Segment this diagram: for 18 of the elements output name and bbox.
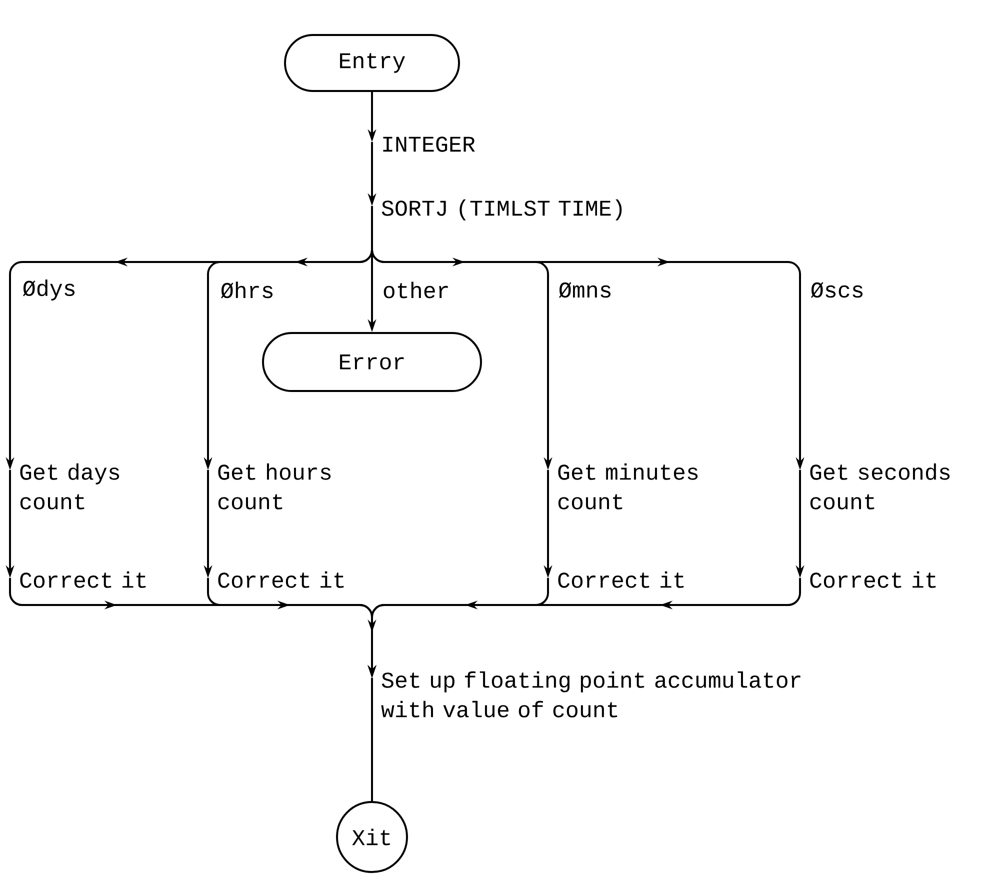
- step-text: Correct it: [218, 571, 344, 588]
- step-text: Get minutes count: [558, 463, 698, 510]
- step-text: Set up floating point accumulator with value of count: [381, 671, 800, 718]
- terminal-box: Error: [262, 332, 482, 392]
- step-text: Get seconds count: [810, 463, 950, 510]
- edge-label: other: [381, 280, 452, 300]
- edge-label: Ømns: [557, 280, 614, 300]
- edge-label: Øscs: [809, 280, 866, 300]
- step-text: Correct it: [558, 571, 684, 588]
- edge-label: Øhrs: [219, 280, 276, 300]
- step-text: INTEGER: [383, 136, 475, 152]
- step-text: Correct it: [810, 571, 936, 588]
- terminal-box: Entry: [284, 34, 460, 92]
- step-text: Get days count: [20, 463, 120, 510]
- edge-label: Ødys: [20, 278, 78, 302]
- step-text: Get hours count: [218, 463, 331, 510]
- step-text: Correct it: [20, 571, 146, 588]
- step-text: SORTJ (TIMLST TIME): [382, 199, 622, 220]
